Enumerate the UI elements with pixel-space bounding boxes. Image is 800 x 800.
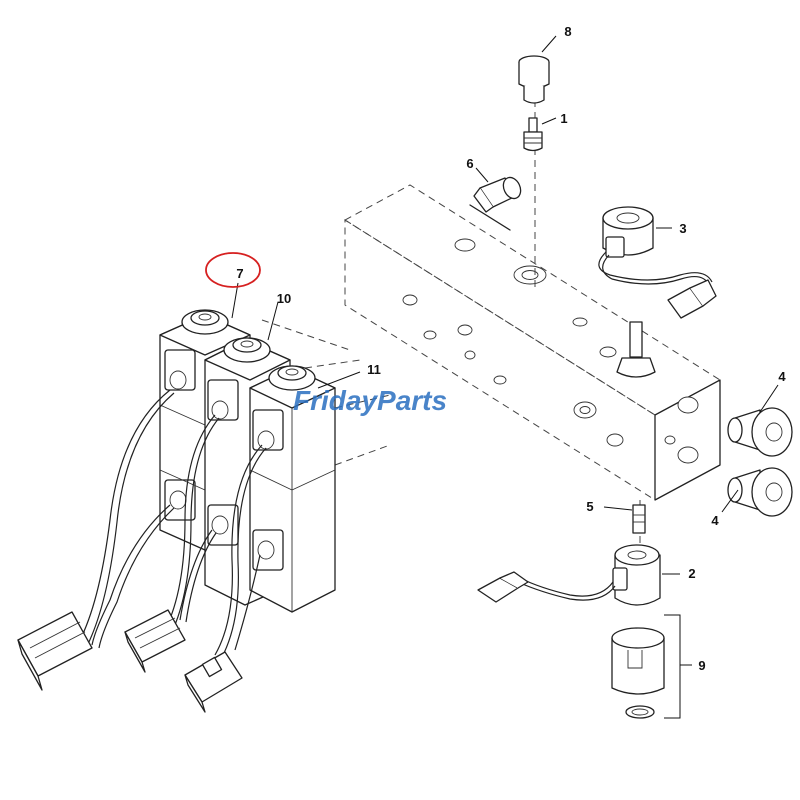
wire-harness xyxy=(79,389,267,660)
solenoid-module-11[interactable] xyxy=(249,365,336,613)
callout-6[interactable]: 6 xyxy=(466,156,473,171)
part-4-plug-lower[interactable] xyxy=(727,467,793,517)
watermark-word-1: Friday xyxy=(293,385,378,416)
callout-11[interactable]: 11 xyxy=(367,362,381,377)
callout-8[interactable]: 8 xyxy=(564,24,571,39)
part-5-stem[interactable] xyxy=(632,504,646,534)
callout-9[interactable]: 9 xyxy=(698,658,705,673)
part-8-plug[interactable] xyxy=(518,55,550,104)
callout-labels: 8 1 6 3 7 10 11 4 4 5 2 9 xyxy=(236,24,786,673)
part-2-coil[interactable] xyxy=(477,544,661,606)
svg-text:FridayParts: FridayParts xyxy=(293,385,447,416)
part-6-valve[interactable] xyxy=(473,175,524,213)
callout-3[interactable]: 3 xyxy=(679,221,686,236)
callout-10[interactable]: 10 xyxy=(277,291,291,306)
manifold-block xyxy=(344,184,721,501)
callout-5[interactable]: 5 xyxy=(586,499,593,514)
connector-right[interactable] xyxy=(184,651,243,713)
callout-7[interactable]: 7 xyxy=(236,266,243,281)
part-9-sleeve[interactable] xyxy=(611,627,665,719)
callout-4-upper[interactable]: 4 xyxy=(778,369,786,384)
callout-leaders xyxy=(231,35,779,719)
connector-left[interactable] xyxy=(17,611,93,691)
callout-7-highlight-ring xyxy=(205,252,261,288)
part-1-cartridge[interactable] xyxy=(523,117,543,152)
callout-4-lower[interactable]: 4 xyxy=(711,513,719,528)
watermark-word-2: Parts xyxy=(377,385,447,416)
brand-watermark: FridayParts xyxy=(293,385,447,416)
part-3-coil[interactable] xyxy=(598,206,717,319)
solenoid-stack[interactable] xyxy=(159,309,336,613)
connector-middle[interactable] xyxy=(124,609,186,673)
block-stem xyxy=(616,321,656,378)
callout-1[interactable]: 1 xyxy=(560,111,567,126)
part-4-plug-upper[interactable] xyxy=(727,407,793,457)
callout-2[interactable]: 2 xyxy=(688,566,695,581)
